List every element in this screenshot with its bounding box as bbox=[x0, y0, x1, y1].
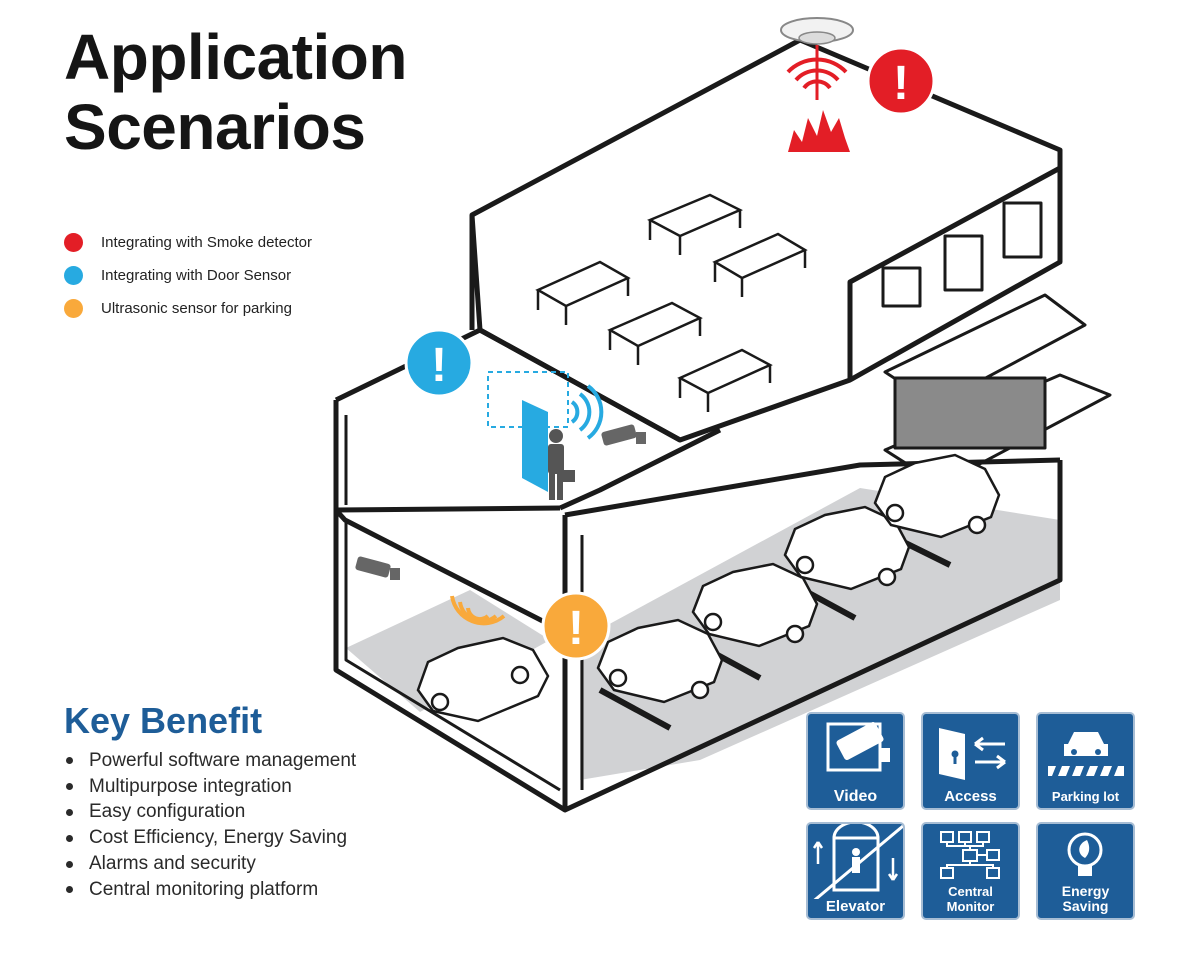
orange-dot-icon bbox=[64, 299, 83, 318]
benefit-item: Powerful software management bbox=[64, 748, 356, 774]
tile-label-video: Video bbox=[833, 788, 878, 805]
car-barrier-icon bbox=[1048, 732, 1124, 776]
car-icon bbox=[596, 618, 724, 704]
legend: Integrating with Smoke detector Integrat… bbox=[64, 226, 312, 325]
legend-label-door: Integrating with Door Sensor bbox=[101, 267, 292, 284]
benefit-text: Powerful software management bbox=[89, 749, 357, 771]
window-2 bbox=[943, 234, 984, 292]
legend-label-parking: Ultrasonic sensor for parking bbox=[101, 300, 292, 317]
tile-label-line: Energy bbox=[1061, 883, 1110, 899]
bullet-icon bbox=[66, 783, 73, 791]
benefit-text: Alarms and security bbox=[89, 853, 256, 875]
car-icon bbox=[873, 453, 1001, 539]
legend-label-smoke: Integrating with Smoke detector bbox=[101, 234, 312, 251]
tile-central-monitor: Central Monitor bbox=[921, 822, 1020, 920]
key-benefit-title: Key Benefit bbox=[64, 700, 263, 741]
bulb-leaf-icon bbox=[1067, 832, 1103, 876]
blue-dot-icon bbox=[64, 266, 83, 285]
feature-tiles: Video Access Parking lot Ele bbox=[806, 712, 1136, 922]
tile-parking-lot: Parking lot bbox=[1036, 712, 1135, 810]
benefit-text: Multipurpose integration bbox=[89, 775, 292, 797]
benefit-list: Powerful software management Multipurpos… bbox=[64, 748, 356, 903]
tile-label-central-monitor: Central Monitor bbox=[923, 884, 1018, 914]
legend-item-door: Integrating with Door Sensor bbox=[64, 259, 312, 292]
benefit-text: Central monitoring platform bbox=[89, 878, 319, 900]
title-line-1: Application bbox=[64, 21, 407, 93]
person-icon bbox=[548, 429, 575, 500]
fire-icon bbox=[788, 110, 850, 152]
alert-symbol: ! bbox=[893, 57, 909, 110]
alert-symbol: ! bbox=[431, 339, 447, 392]
security-camera-icon bbox=[601, 424, 646, 446]
wireless-signal-icon bbox=[786, 57, 848, 90]
car-icon bbox=[416, 636, 550, 723]
elevator-icon bbox=[812, 824, 903, 899]
red-dot-icon bbox=[64, 233, 83, 252]
benefit-item: Multipurpose integration bbox=[64, 774, 356, 800]
window-3 bbox=[1002, 201, 1043, 259]
door-sensor-signal-icon bbox=[570, 384, 604, 440]
tile-label-energy-saving: Energy Saving bbox=[1038, 884, 1133, 914]
tile-label-access: Access bbox=[944, 788, 997, 805]
tile-label-line: Monitor bbox=[946, 899, 995, 914]
bullet-icon bbox=[66, 808, 73, 816]
benefit-item: Central monitoring platform bbox=[64, 877, 356, 903]
tile-label-line: Central bbox=[948, 884, 993, 899]
open-door bbox=[522, 400, 548, 492]
tile-access: Access bbox=[921, 712, 1020, 810]
legend-item-smoke: Integrating with Smoke detector bbox=[64, 226, 312, 259]
camera-icon bbox=[826, 722, 890, 772]
tile-video: Video bbox=[806, 712, 905, 810]
title-line-2: Scenarios bbox=[64, 91, 366, 163]
window-1 bbox=[881, 266, 922, 308]
basement-camera-icon bbox=[355, 556, 400, 580]
bullet-icon bbox=[66, 886, 73, 894]
car-icon bbox=[691, 562, 819, 648]
parking-alert-badge: ! bbox=[541, 591, 611, 661]
smoke-alert-badge: ! bbox=[866, 46, 936, 116]
door-access-icon bbox=[939, 728, 1006, 780]
tile-label-line: Saving bbox=[1062, 898, 1109, 914]
car-icon bbox=[783, 505, 911, 591]
page-title: Application Scenarios bbox=[64, 22, 407, 162]
bullet-icon bbox=[66, 834, 73, 842]
tile-elevator: Elevator bbox=[806, 822, 905, 920]
bullet-icon bbox=[66, 860, 73, 868]
alert-symbol: ! bbox=[568, 602, 584, 655]
benefit-item: Easy configuration bbox=[64, 800, 356, 826]
tile-label-parking-lot: Parking lot bbox=[1051, 789, 1120, 804]
network-icon bbox=[940, 831, 1000, 879]
tile-energy-saving: Energy Saving bbox=[1036, 822, 1135, 920]
entrance-door bbox=[893, 376, 1047, 450]
parked-cars bbox=[416, 453, 1001, 723]
key-benefit-section: Key Benefit Powerful software management… bbox=[64, 700, 356, 903]
office-desks bbox=[535, 193, 808, 412]
ultrasonic-signal-icon bbox=[450, 595, 506, 626]
tile-label-elevator: Elevator bbox=[825, 898, 886, 915]
benefit-item: Cost Efficiency, Energy Saving bbox=[64, 825, 356, 851]
benefit-text: Cost Efficiency, Energy Saving bbox=[89, 827, 348, 849]
benefit-item: Alarms and security bbox=[64, 851, 356, 877]
door-alert-badge: ! bbox=[404, 328, 474, 398]
legend-item-parking: Ultrasonic sensor for parking bbox=[64, 292, 312, 325]
bullet-icon bbox=[66, 757, 73, 765]
benefit-text: Easy configuration bbox=[89, 801, 246, 823]
